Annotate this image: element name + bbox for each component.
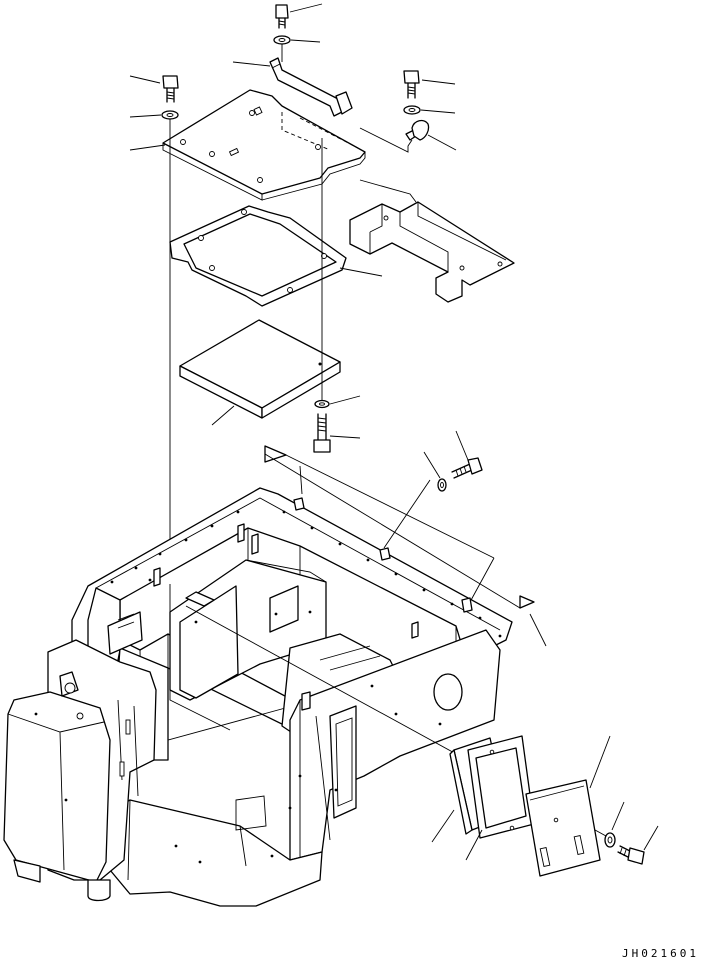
side-washer [437,478,447,492]
drawing-code: JH021601 [622,947,699,960]
leader-side-cover [589,735,611,789]
cover-plate [162,89,366,201]
frame-posts [153,497,473,711]
insulation-pad [179,319,341,419]
leader-mid-bolt [329,435,361,439]
leader-right-bolt [421,79,456,85]
leader-side-insulation [431,809,455,843]
mid-washer [314,399,330,409]
side-cover [525,779,601,877]
right-bolt [403,70,420,99]
pointer-flag-left [264,445,287,463]
leader-left-bolt [129,75,161,84]
side-gasket [467,735,535,839]
mid-bolt [313,413,331,453]
upper-washer [273,35,291,45]
leader-cover-washer [611,801,625,831]
leader-upper-washer [290,39,321,43]
right-washer [403,105,421,115]
leader-upper-bolt [289,3,323,13]
frame-channel [349,201,515,303]
cover-bolt [617,845,645,865]
frame-holes [34,510,502,864]
leader-clamp [427,134,457,151]
leader-side-gasket [465,829,483,861]
leader-gasket [339,267,383,277]
leader-floor-bracket [232,61,271,67]
floor-bracket [269,57,353,117]
gasket [169,205,347,307]
side-bolt [451,457,483,479]
pointer-flag-right [519,595,535,609]
leader-left-washer [129,114,162,118]
leader-cover-bolt [643,825,659,851]
left-washer [161,110,179,120]
leader-mid-washer [329,395,361,405]
clamp [405,119,430,141]
left-bolt [162,75,179,103]
leader-side-bolt [455,430,469,461]
leader-insulation-pad [211,405,235,426]
leader-side-washer [423,451,441,479]
upper-bolt [275,4,289,29]
cover-washer [604,832,616,848]
leader-right-washer [420,109,456,114]
left-housing [3,639,157,902]
leader-cover-plate [129,144,166,151]
